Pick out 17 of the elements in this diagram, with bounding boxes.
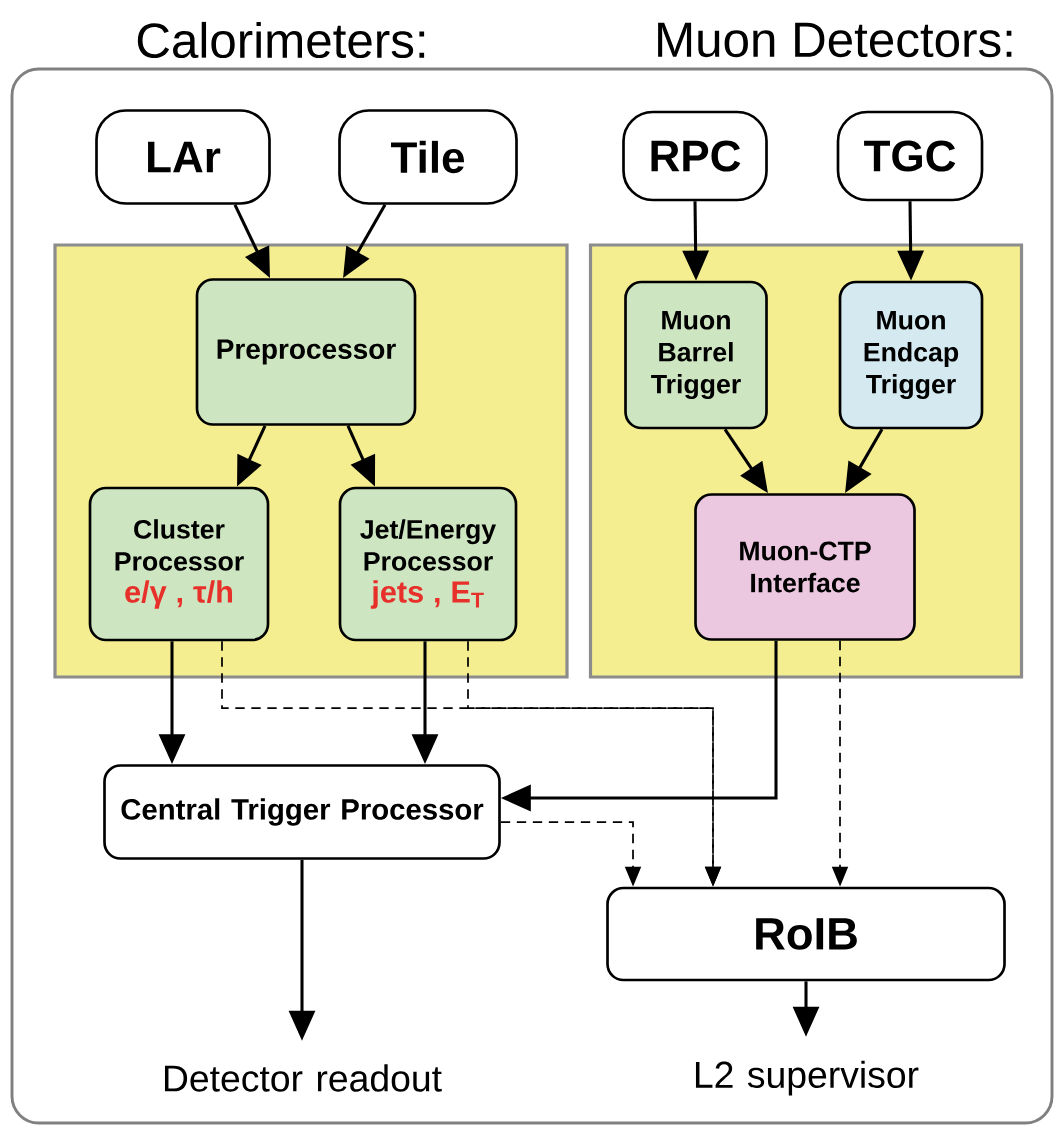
output-label: L2 supervisor xyxy=(695,1060,919,1096)
process-box: Cluster Processor e/γ , τ/h xyxy=(88,486,270,642)
process-box: Preprocessor xyxy=(195,278,417,426)
process-box: Central Trigger Processor xyxy=(103,764,501,860)
heading: Calorimeters: xyxy=(137,21,425,59)
output-label: Detector readout xyxy=(165,1064,442,1092)
process-box: Muon Endcap Trigger xyxy=(838,280,984,430)
detector-box: Tile xyxy=(338,109,518,205)
process-box: RoIB xyxy=(606,886,1006,982)
detector-box: RPC xyxy=(622,110,768,202)
heading: Muon Detectors: xyxy=(658,22,1012,58)
process-box: Jet/Energy Processor jets , E$_{T}$ xyxy=(338,486,518,642)
process-box: Muon Barrel Trigger xyxy=(624,280,768,430)
detector-box: LAr xyxy=(95,109,271,205)
process-box: Muon-CTP Interface xyxy=(694,493,916,641)
detector-box: TGC xyxy=(836,110,984,202)
frame-box xyxy=(10,67,1054,1125)
